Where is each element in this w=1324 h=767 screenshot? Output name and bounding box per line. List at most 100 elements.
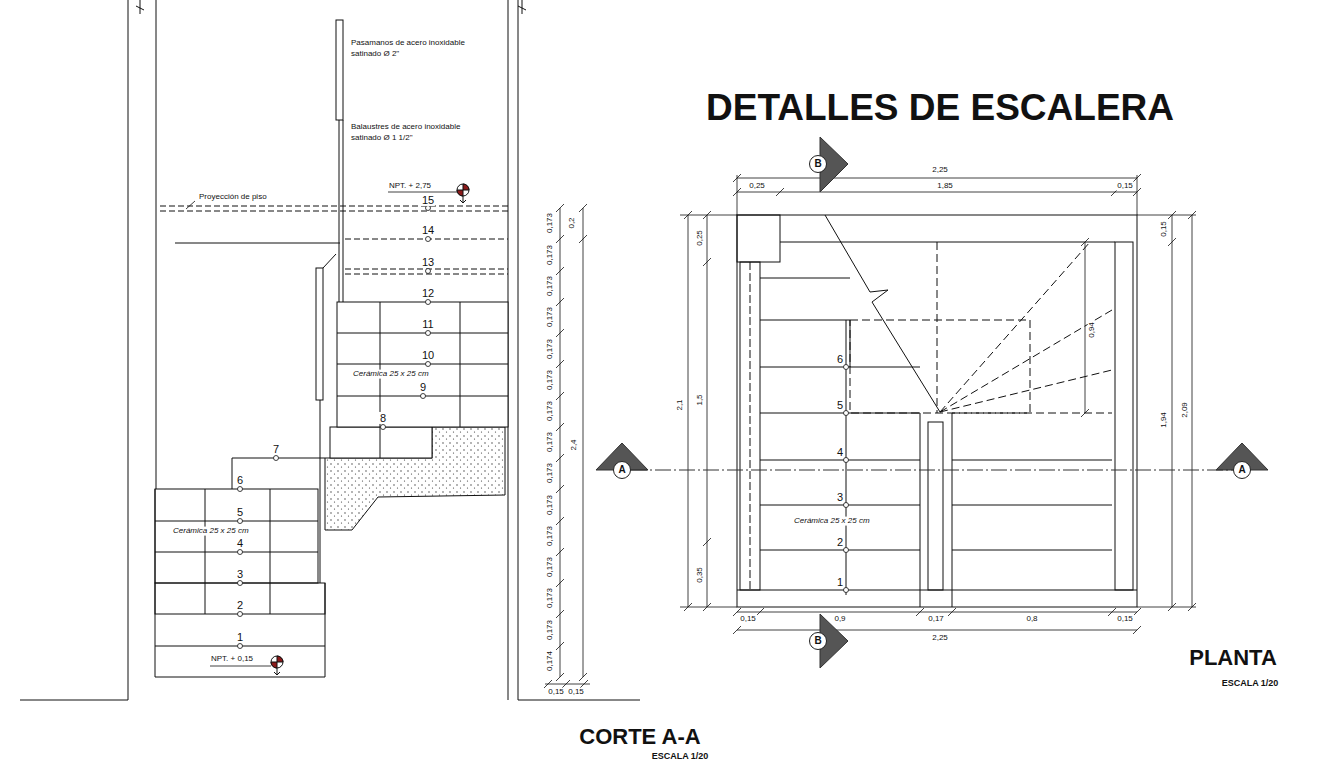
- label-holder: 0,15: [1160, 220, 1169, 238]
- dimension-label: 0,15: [739, 615, 757, 624]
- dimension-label: 0,15: [567, 688, 585, 697]
- stair-step: [337, 333, 508, 334]
- callout-number: 5: [236, 506, 244, 518]
- callout-dot: [844, 411, 849, 416]
- label-holder: 8: [379, 412, 387, 424]
- level-marker: [460, 196, 466, 203]
- stair-step: [155, 583, 325, 614]
- dimension-label: 0,173: [546, 556, 555, 578]
- dimension-line: [1192, 215, 1193, 607]
- label-holder: 0,173: [546, 275, 555, 297]
- wall-line: [518, 700, 640, 701]
- level-marker: [271, 656, 283, 668]
- label-holder: 0,174: [546, 650, 555, 672]
- label-holder: 0,173: [546, 587, 555, 609]
- stair-step: [160, 206, 508, 207]
- callout-dot: [844, 588, 849, 593]
- callout-number: 8: [379, 412, 387, 424]
- plan-step: [940, 242, 1090, 412]
- label-holder: 0,15: [1116, 615, 1134, 624]
- handrail: [316, 20, 343, 583]
- view-title: CORTE A-A: [578, 725, 701, 749]
- label-holder: 2,25: [931, 166, 949, 175]
- handrail: [339, 120, 340, 302]
- stair-step: [205, 583, 206, 614]
- dimension-label: 0,173: [546, 462, 555, 484]
- plan-step: [760, 215, 1112, 607]
- label-holder: 0,17: [927, 615, 945, 624]
- callout-number: 2: [236, 599, 244, 611]
- label-holder: 0,9: [833, 615, 846, 624]
- handrail: [343, 120, 344, 302]
- dimension-label: 1,85: [936, 182, 954, 191]
- callout-number: 1: [836, 576, 844, 588]
- level-marker: [274, 668, 280, 675]
- label-holder: 0,173: [546, 369, 555, 391]
- dimension-line: [560, 208, 561, 677]
- dimension-label: 1,5: [696, 393, 705, 406]
- dimension-line: [737, 612, 1137, 613]
- callout-dot: [238, 612, 243, 617]
- plan-step: [760, 367, 920, 368]
- dimension-label: 0,173: [546, 431, 555, 453]
- level-marker: [271, 656, 283, 675]
- dimension-line: [544, 204, 590, 688]
- label-holder: 1,5: [696, 393, 705, 406]
- stair-step: [460, 302, 461, 427]
- section-marker: B: [809, 632, 827, 650]
- label-holder: 6: [836, 353, 844, 365]
- stair-step: [270, 583, 271, 614]
- label-holder: Balaustres de acero inoxidable satinado …: [350, 121, 490, 143]
- level-marker: [271, 662, 277, 668]
- stair-step: [345, 274, 508, 275]
- plan-step: [920, 413, 921, 607]
- callout-dot: [426, 206, 431, 211]
- label-holder: 0,173: [546, 306, 555, 328]
- label-holder: 0,15: [1116, 182, 1134, 191]
- dimension-label: 2,25: [931, 166, 949, 175]
- plan-step: [940, 370, 1112, 412]
- label-holder: Pasamanos de acero inoxidable satinado Ø…: [350, 37, 490, 59]
- dimension-label: 0,173: [546, 494, 555, 516]
- dimension-label: 0,8: [1025, 615, 1038, 624]
- section-letter: A: [1238, 465, 1245, 475]
- level-label: NPT. + 0,15: [210, 655, 254, 664]
- plan-step: [937, 242, 938, 413]
- dimension-label: 0,25: [696, 229, 705, 247]
- label-holder: 1: [236, 631, 244, 643]
- label-holder: 0,173: [546, 431, 555, 453]
- wall-line: [518, 0, 519, 700]
- note-label: Pasamanos de acero inoxidable satinado Ø…: [350, 37, 490, 59]
- handrail: [316, 268, 323, 400]
- label-holder: 13: [421, 256, 435, 268]
- dimension-label: 0,94: [1088, 321, 1097, 339]
- plan-step: [952, 413, 953, 607]
- plan-outline: [780, 242, 1115, 243]
- label-holder: ESCALA 1/20: [1221, 679, 1280, 689]
- label-holder: 0,173: [546, 338, 555, 360]
- label-holder: 10: [421, 349, 435, 361]
- plan-step: [952, 505, 1112, 506]
- callout-number: 6: [836, 353, 844, 365]
- stair-step: [232, 458, 233, 489]
- concrete-slab: [325, 427, 505, 530]
- dimension-label: 0,15: [547, 688, 565, 697]
- label-holder: 5: [236, 506, 244, 518]
- dimension-label: 0,174: [546, 650, 555, 672]
- label-holder: 11: [421, 318, 434, 330]
- label-holder: 0,8: [1025, 615, 1038, 624]
- stair-step: [380, 302, 381, 427]
- level-marker: [457, 184, 469, 203]
- callout-dot: [426, 362, 431, 367]
- dimension-line: [1085, 242, 1086, 413]
- callout-dot: [238, 519, 243, 524]
- plan-step: [760, 505, 920, 506]
- stair-step: [205, 489, 206, 583]
- dimension-label: 0,35: [696, 566, 705, 584]
- plan-step: [760, 460, 920, 461]
- label-holder: 0,173: [546, 619, 555, 641]
- section-marker: A: [613, 461, 631, 479]
- callout-dot: [844, 365, 849, 593]
- plan-outline: [737, 215, 780, 262]
